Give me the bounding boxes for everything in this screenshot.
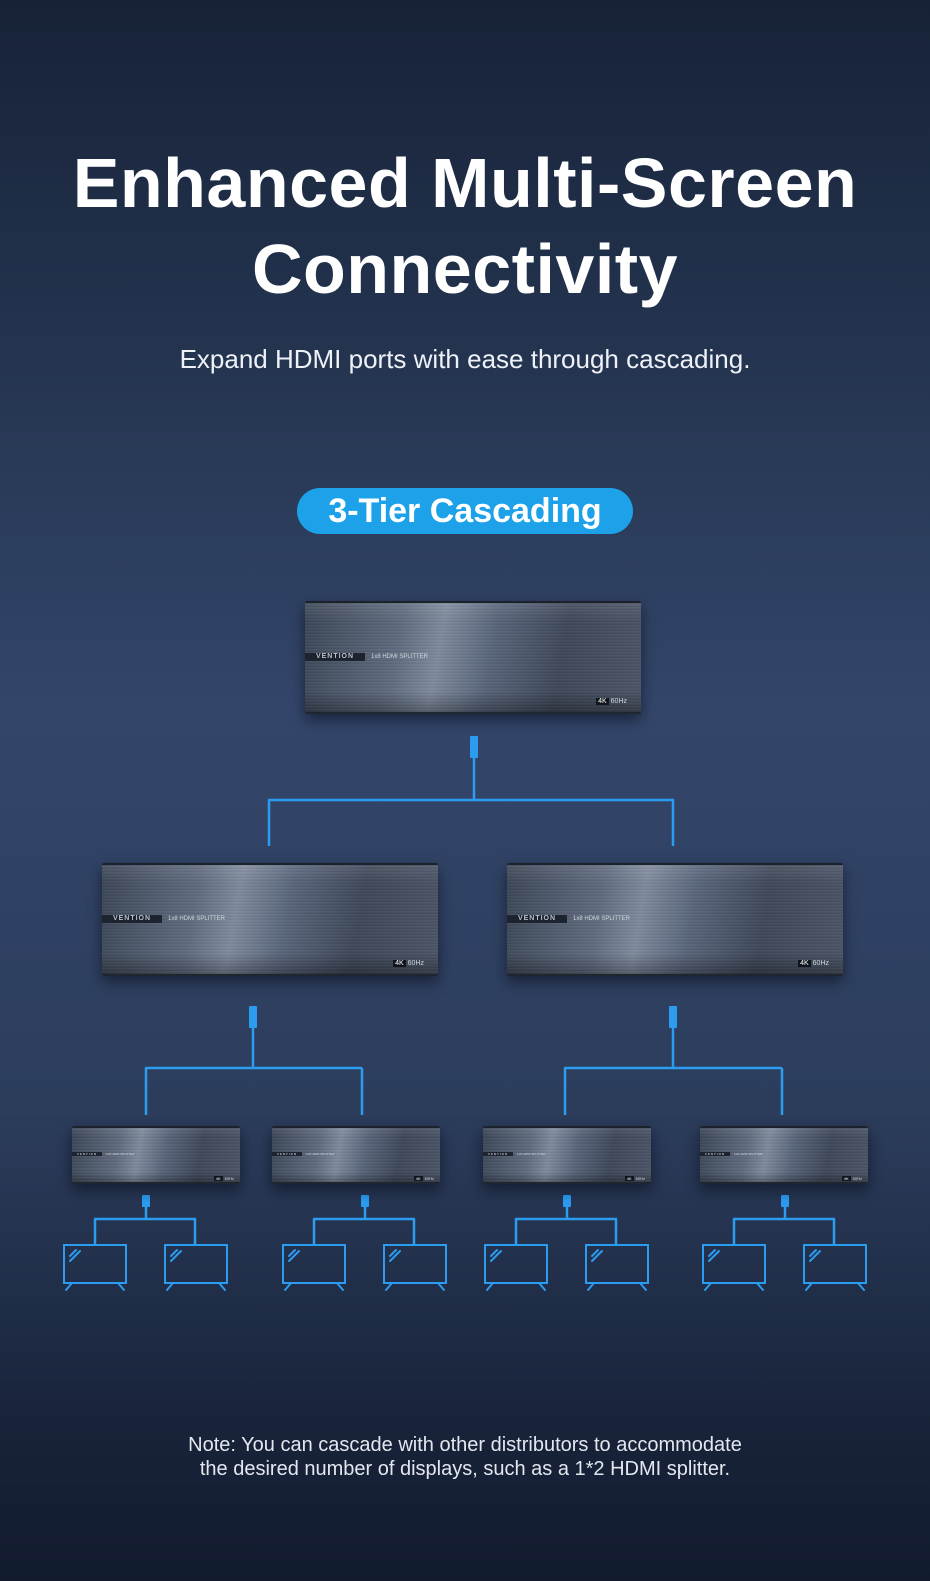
page-subtitle: Expand HDMI ports with ease through casc… [179,344,751,374]
tv-display-icon [383,1244,447,1291]
hdmi-plug-icon [249,1006,257,1028]
page-title-line1: Enhanced Multi-Screen [72,144,858,222]
page-title-line2: Connectivity [251,230,679,308]
splitter-brand: VENTION [272,1152,302,1156]
splitter-model: 1x8 HDMI SPLITTER [371,654,429,660]
tv-display-icon [803,1244,867,1291]
hdmi-plug-icon [563,1195,571,1207]
tier-badge: 3-Tier Cascading [297,488,633,534]
splitter-model: 1x8 HDMI SPLITTER [517,1152,546,1156]
footnote-line1: Note: You can cascade with other distrib… [188,1434,742,1456]
tv-display-icon [484,1244,548,1291]
tv-display-icon [164,1244,228,1291]
footnote-line2: the desired number of displays, such as … [199,1458,731,1480]
splitter-model: 1x8 HDMI SPLITTER [106,1152,135,1156]
tv-display-icon [585,1244,649,1291]
splitter-model: 1x8 HDMI SPLITTER [306,1152,335,1156]
tv-display-icon [282,1244,346,1291]
splitter-brand: VENTION [507,915,567,923]
hdmi-plug-icon [470,736,478,758]
splitter-brand: VENTION [483,1152,513,1156]
page-title: Enhanced Multi-Screen Connectivity [0,140,930,312]
splitter-brand: VENTION [102,915,162,923]
splitter-brand: VENTION [700,1152,730,1156]
splitter-model: 1x8 HDMI SPLITTER [168,916,226,922]
splitter-brand: VENTION [72,1152,102,1156]
tv-display-icon [63,1244,127,1291]
hdmi-plug-icon [669,1006,677,1028]
splitter-brand: VENTION [305,653,365,661]
splitter-model: 1x8 HDMI SPLITTER [573,916,631,922]
splitter-model: 1x8 HDMI SPLITTER [734,1152,763,1156]
footnote: Note: You can cascade with other distrib… [0,1433,930,1481]
hdmi-plug-icon [781,1195,789,1207]
hdmi-plug-icon [142,1195,150,1207]
tv-display-icon [702,1244,766,1291]
hdmi-plug-icon [361,1195,369,1207]
